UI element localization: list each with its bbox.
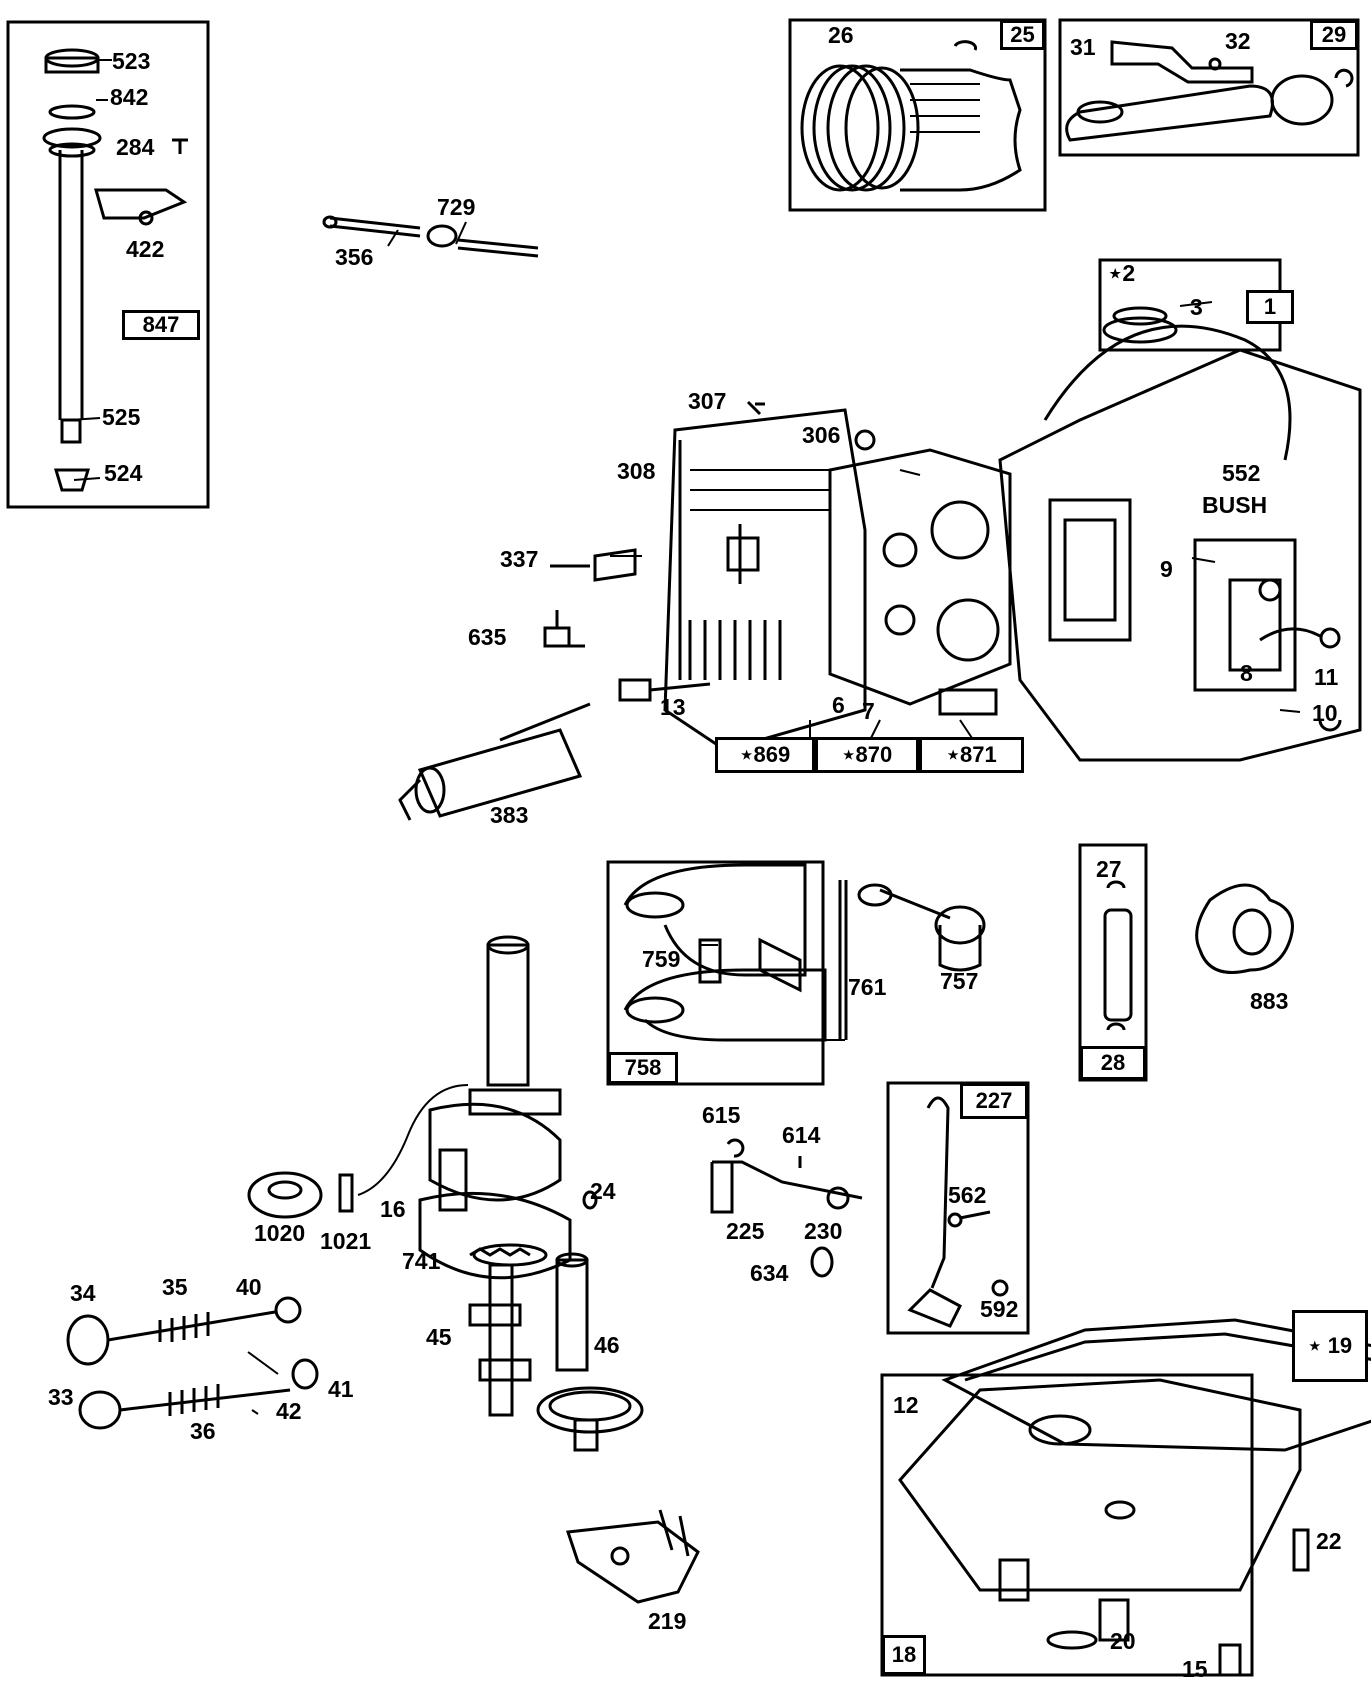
label-46: 46 xyxy=(594,1332,620,1358)
box-label-19: ⋆ 19 xyxy=(1292,1310,1368,1382)
label-842: 842 xyxy=(110,84,149,110)
crankshaft-part xyxy=(247,935,598,1417)
label-6: 6 xyxy=(832,692,845,718)
piston-rings-part xyxy=(800,40,1022,192)
camshaft-part xyxy=(468,1252,644,1452)
label-1021: 1021 xyxy=(320,1228,372,1254)
breather-part xyxy=(1103,880,1294,1031)
label-42: 42 xyxy=(276,1398,302,1424)
governor-spring-part xyxy=(398,702,591,821)
box-label-871: ⋆871 xyxy=(919,737,1024,773)
label-36: 36 xyxy=(190,1418,216,1444)
label-13: 13 xyxy=(660,694,686,720)
box-label-227: 227 xyxy=(960,1083,1028,1119)
dipstick-frame xyxy=(6,20,210,509)
label-552: 552 xyxy=(1222,460,1261,486)
box-label-28: 28 xyxy=(1080,1046,1146,1080)
box-label-18: 18 xyxy=(882,1635,926,1675)
box-label-870: ⋆870 xyxy=(815,737,919,773)
label-230: 230 xyxy=(804,1218,843,1244)
label-757: 757 xyxy=(940,968,979,994)
cylinder-cover-part xyxy=(623,863,986,1042)
valve-part xyxy=(66,1296,319,1430)
governor-link-part xyxy=(907,1096,1009,1328)
label-7: 7 xyxy=(862,698,875,724)
sump-frame xyxy=(880,1373,1254,1677)
label-12: 12 xyxy=(893,1392,919,1418)
label-524: 524 xyxy=(104,460,143,486)
label-1020: 1020 xyxy=(254,1220,306,1246)
label-27: 27 xyxy=(1096,856,1122,882)
box-label-758: 758 xyxy=(608,1052,678,1084)
label-422: 422 xyxy=(126,236,165,262)
label-31: 31 xyxy=(1070,34,1096,60)
label-356: 356 xyxy=(335,244,374,270)
label-729: 729 xyxy=(437,194,476,220)
dipstick-assembly xyxy=(42,48,188,492)
label-3: 3 xyxy=(1190,294,1203,320)
label-307: 307 xyxy=(688,388,727,414)
governor-lever-part xyxy=(710,1138,863,1278)
label-308: 308 xyxy=(617,458,656,484)
label-16: 16 xyxy=(380,1196,406,1222)
label-24: 24 xyxy=(590,1178,616,1204)
label-2: ⋆2 xyxy=(1108,260,1136,286)
label-45: 45 xyxy=(426,1324,452,1350)
label-20: 20 xyxy=(1110,1628,1136,1654)
label-8: 8 xyxy=(1240,660,1253,686)
cover-frame xyxy=(606,860,825,1086)
label-bush: BUSH xyxy=(1202,492,1268,518)
connecting-rod-part xyxy=(1065,40,1354,142)
label-761: 761 xyxy=(848,974,887,1000)
label-592: 592 xyxy=(980,1296,1019,1322)
label-33: 33 xyxy=(48,1384,74,1410)
label-306: 306 xyxy=(802,422,841,448)
label-562: 562 xyxy=(948,1182,987,1208)
label-41: 41 xyxy=(328,1376,354,1402)
box-label-869: ⋆869 xyxy=(715,737,815,773)
label-883: 883 xyxy=(1250,988,1289,1014)
label-11: 11 xyxy=(1314,664,1339,690)
box-label-25: 25 xyxy=(1000,20,1045,50)
label-615: 615 xyxy=(702,1102,741,1128)
label-337: 337 xyxy=(500,546,539,572)
label-284: 284 xyxy=(116,134,155,160)
label-9: 9 xyxy=(1160,556,1173,582)
label-635: 635 xyxy=(468,624,507,650)
label-15: 15 xyxy=(1182,1656,1208,1682)
fuel-line-part xyxy=(322,215,539,258)
label-26: 26 xyxy=(828,22,854,48)
label-40: 40 xyxy=(236,1274,262,1300)
label-759: 759 xyxy=(642,946,681,972)
label-523: 523 xyxy=(112,48,151,74)
engine-block-part xyxy=(543,258,1362,762)
box-label-847: 847 xyxy=(122,310,200,340)
label-741: 741 xyxy=(402,1248,441,1274)
governor-link-frame xyxy=(886,1081,1030,1335)
label-614: 614 xyxy=(782,1122,821,1148)
label-34: 34 xyxy=(70,1280,96,1306)
label-22: 22 xyxy=(1316,1528,1342,1554)
label-634: 634 xyxy=(750,1260,789,1286)
governor-crank-part xyxy=(565,1509,700,1604)
label-219: 219 xyxy=(648,1608,687,1634)
label-525: 525 xyxy=(102,404,141,430)
box-label-29: 29 xyxy=(1310,20,1358,50)
piston-frame xyxy=(788,18,1047,212)
label-10: 10 xyxy=(1312,700,1338,726)
rod-frame xyxy=(1058,18,1360,157)
label-225: 225 xyxy=(726,1218,765,1244)
box-label-1: 1 xyxy=(1246,290,1294,324)
label-35: 35 xyxy=(162,1274,188,1300)
label-32: 32 xyxy=(1225,28,1251,54)
breather-frame xyxy=(1078,843,1148,1082)
label-383: 383 xyxy=(490,802,529,828)
